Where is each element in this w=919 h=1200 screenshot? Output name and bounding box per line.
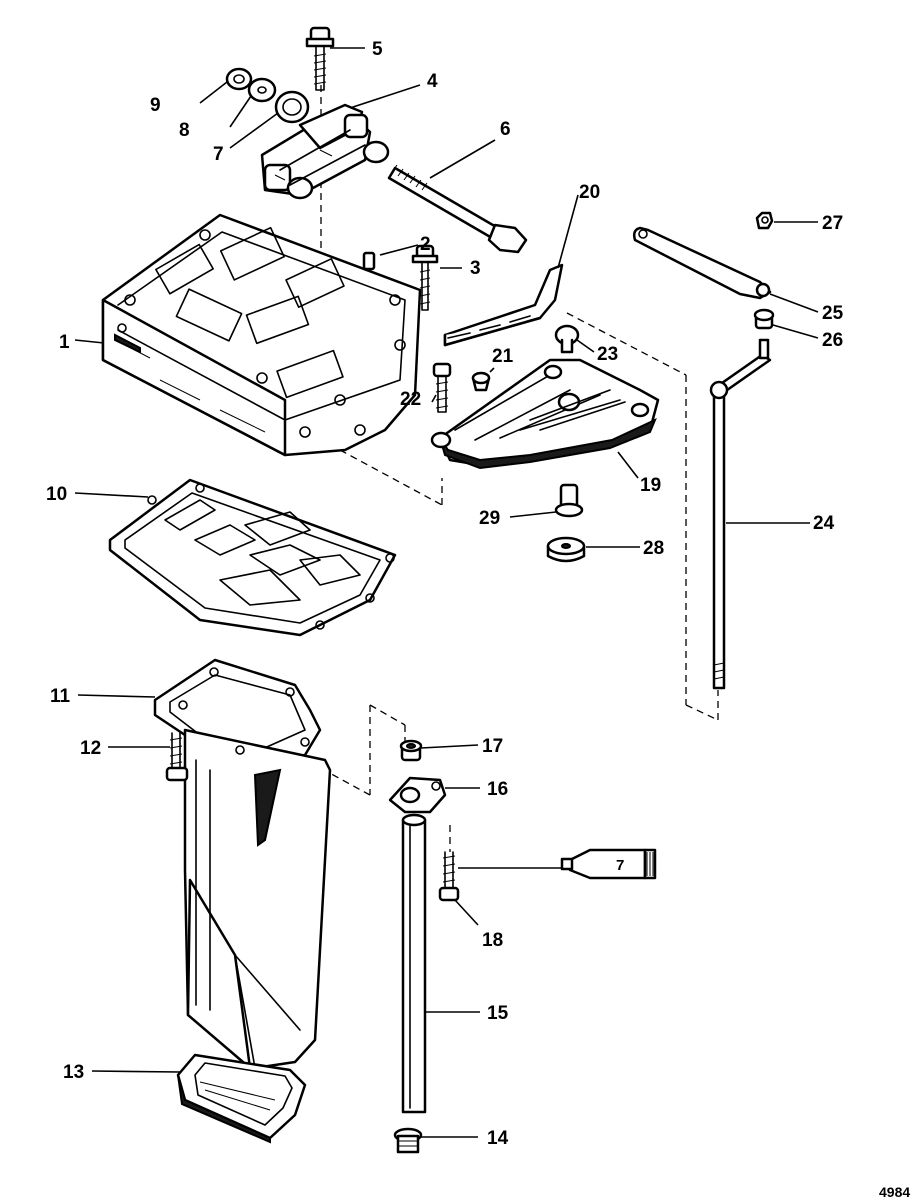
- grommet-28: [546, 536, 586, 563]
- callout-8: 8: [179, 120, 190, 141]
- callout-19: 19: [640, 475, 661, 496]
- callout-13: 13: [63, 1062, 84, 1083]
- callout-1: 1: [59, 332, 70, 353]
- callout-10: 10: [46, 484, 67, 505]
- callout-27: 27: [822, 213, 843, 234]
- nut-27: [755, 211, 774, 230]
- callout-18: 18: [482, 930, 503, 951]
- callout-numbers: 1 2 3 4 5 6 7 8 9 10 11 12 13 14 15 16 1…: [46, 39, 844, 1149]
- callout-12: 12: [80, 738, 101, 759]
- callout-29: 29: [479, 508, 500, 529]
- callout-22: 22: [400, 389, 421, 410]
- long-bolt: [387, 164, 528, 254]
- callout-26: 26: [822, 330, 843, 351]
- washer-8: [247, 77, 277, 103]
- drawing-number: 4984: [879, 1184, 910, 1200]
- callout-17: 17: [482, 736, 503, 757]
- leader-lines: [74, 47, 819, 1138]
- callout-28: 28: [643, 538, 664, 559]
- callout-5: 5: [372, 39, 383, 60]
- clamp-bracket: [260, 103, 390, 200]
- seal-ring-13: [176, 1053, 307, 1144]
- callout-24: 24: [813, 513, 835, 534]
- callout-9: 9: [150, 95, 161, 116]
- callout-3: 3: [470, 258, 481, 279]
- plug-21: [471, 371, 491, 392]
- callout-2: 2: [420, 234, 431, 255]
- exhaust-cover: [430, 358, 660, 470]
- rod-bracket: [388, 776, 447, 814]
- grommet-14: [393, 1127, 423, 1154]
- shift-rod: [709, 338, 772, 690]
- screw-5: [305, 26, 335, 91]
- sealant-tube-label: 7: [616, 857, 624, 874]
- sealant-tube: 7: [560, 848, 657, 880]
- gasket-10: [108, 478, 397, 637]
- screw-22: [432, 362, 452, 413]
- callout-6: 6: [500, 119, 511, 140]
- driveshaft-housing: [153, 658, 332, 1070]
- gasket-strip: [443, 263, 564, 347]
- adaptor-plate: [101, 213, 422, 457]
- nut-9: [225, 67, 253, 91]
- callout-15: 15: [487, 1003, 509, 1024]
- bushing-17: [399, 739, 423, 762]
- shift-shaft: [401, 813, 427, 1114]
- callout-23: 23: [597, 344, 618, 365]
- callout-11: 11: [50, 686, 71, 707]
- callout-25: 25: [822, 303, 844, 324]
- callout-16: 16: [487, 779, 508, 800]
- callout-21: 21: [492, 346, 514, 367]
- callout-4: 4: [427, 71, 438, 92]
- screw-3: [411, 244, 439, 311]
- screw-18: [438, 851, 460, 902]
- dowel-pin: [362, 251, 376, 271]
- alignment-lines: [320, 85, 719, 852]
- screw-12: [165, 732, 189, 782]
- callout-7: 7: [213, 144, 224, 165]
- bushing-26: [753, 308, 775, 330]
- sleeve-29: [554, 483, 584, 518]
- seal-7: [274, 90, 310, 124]
- screw-23: [554, 324, 580, 354]
- callout-20: 20: [579, 182, 600, 203]
- callout-14: 14: [487, 1128, 509, 1149]
- link-arm: [632, 226, 772, 300]
